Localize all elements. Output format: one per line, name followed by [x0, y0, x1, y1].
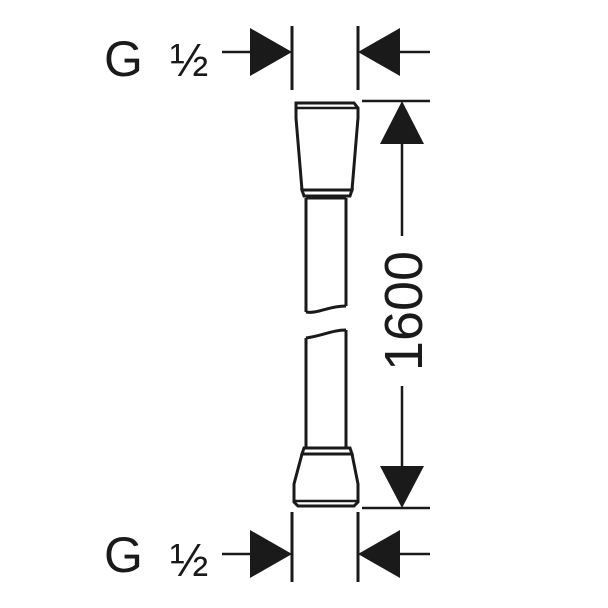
bottom-fitting-nut	[292, 452, 360, 508]
top-left-arrowhead	[250, 28, 292, 76]
top-fitting-nut	[294, 101, 360, 192]
thread-label-top-letter: G	[104, 31, 143, 87]
bottom-right-arrowhead	[358, 530, 400, 578]
top-right-arrowhead	[358, 28, 400, 76]
hose-lower-break-line	[305, 328, 347, 340]
top-fitting-collar	[299, 188, 355, 198]
bottom-left-arrowhead	[250, 530, 292, 578]
length-arrowhead-top	[380, 101, 424, 144]
thread-label-top-fraction: ½	[170, 34, 208, 86]
thread-label-bottom-letter: G	[104, 527, 143, 583]
thread-label-bottom-fraction: ½	[170, 534, 208, 586]
length-arrowhead-bottom	[380, 466, 424, 508]
length-dimension-value: 1600	[374, 251, 434, 371]
hose-upper-break-line	[305, 304, 347, 314]
